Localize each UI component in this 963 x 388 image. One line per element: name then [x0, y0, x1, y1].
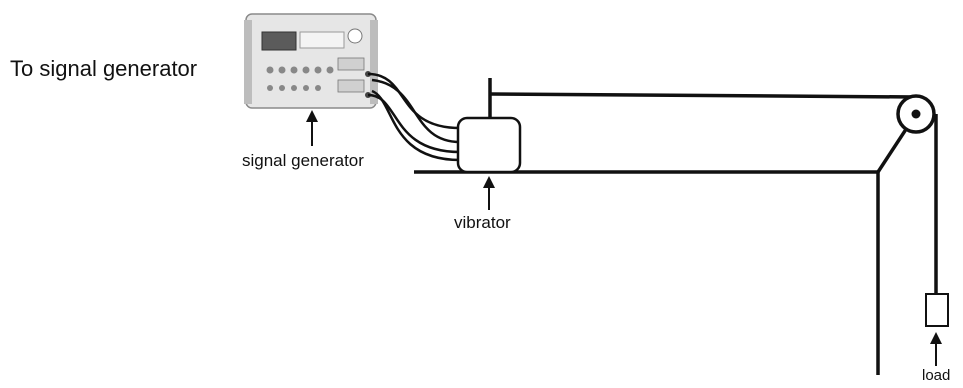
signal-generator-label: signal generator: [242, 151, 364, 170]
vibrator-label: vibrator: [454, 213, 511, 232]
load-label: load: [922, 367, 951, 384]
connecting-wires: [367, 72, 461, 162]
load-arrow: [930, 332, 942, 366]
signal-generator-icon: [244, 13, 378, 109]
pulley-icon: [896, 94, 936, 134]
title-label: To signal generator: [10, 56, 198, 81]
load-box: [925, 293, 949, 327]
vibrator-box: [456, 116, 522, 174]
vibrator-arrow: [483, 176, 495, 210]
signal-generator-arrow: [306, 110, 318, 146]
